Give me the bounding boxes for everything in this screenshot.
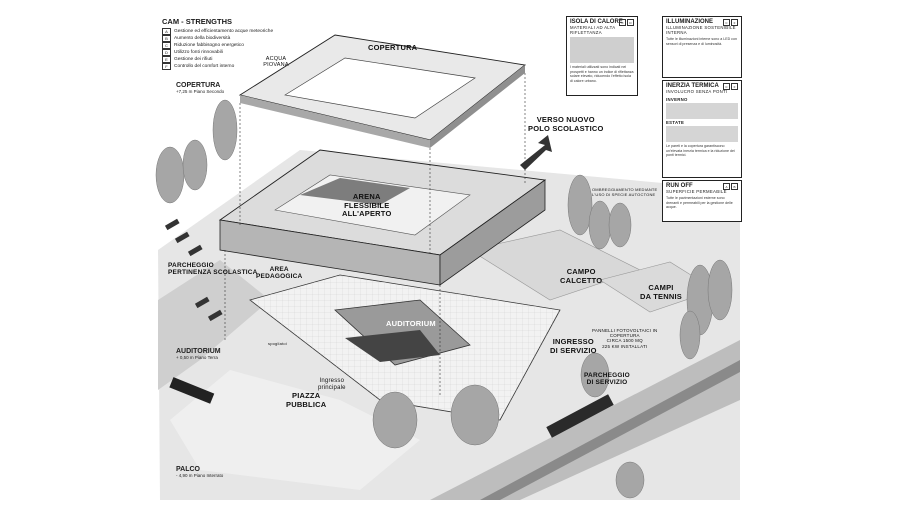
label-arena: ARENA FLESSIBILE ALL'APERTO <box>342 192 392 219</box>
tram <box>546 394 614 438</box>
parking-cars <box>164 218 223 322</box>
road-left <box>158 260 270 390</box>
direction-arrow <box>520 135 552 170</box>
label-piazza: PIAZZA PUBBLICA <box>286 391 327 409</box>
label-pannelli: PANNELLI FOTOVOLTAICI IN COPERTURA CIRCA… <box>592 328 658 349</box>
label-ingresso-principale: Ingresso principale <box>318 378 346 391</box>
roof-opening <box>284 57 476 119</box>
roof-edge <box>240 95 430 148</box>
railway <box>480 360 740 500</box>
label-parcheggio-servizio: PARCHEGGIO DI SERVIZIO <box>584 372 630 387</box>
level-auditorium: AUDITORIUM+ 0,50 m Piano Terra <box>176 348 221 360</box>
label-acqua-piovana: ACQUA PIOVANA <box>263 56 289 69</box>
label-verso-polo: VERSO NUOVO POLO SCOLASTICO <box>528 115 604 133</box>
label-spogliatoi: spogliatoi <box>268 341 287 346</box>
arena-side <box>439 179 546 286</box>
label-campo-calcetto: CAMPO CALCETTO <box>560 267 603 285</box>
panel-illustration <box>666 103 738 119</box>
label-parcheggio-pertinenza: PARCHEGGIO PERTINENZA SCOLASTICA <box>168 262 258 277</box>
level-copertura: COPERTURA+7,25 m Piano Secondo <box>176 82 225 94</box>
trees <box>155 99 733 499</box>
legend-title: CAM - STRENGTHS <box>162 17 232 26</box>
public-square <box>170 370 420 490</box>
label-campi-tennis: CAMPI DA TENNIS <box>640 283 682 301</box>
panel-illustration <box>570 37 634 63</box>
label-ingresso-servizio: INGRESSO DI SERVIZIO <box>550 337 597 355</box>
panel-illustration <box>666 126 738 142</box>
roof-edge-side <box>430 65 525 148</box>
bus <box>169 377 215 404</box>
level-palco: PALCO- 4,90 m Piano Interrato <box>176 466 224 478</box>
label-ombreggiamento: OMBREGGIAMENTO MEDIANTE L'USO DI SPECIE … <box>592 187 658 197</box>
label-auditorium: AUDITORIUM <box>386 319 436 328</box>
auditorium-seating <box>345 330 440 362</box>
arena-crowd <box>300 178 410 205</box>
label-copertura: COPERTURA <box>368 43 418 52</box>
label-area-pedagogica: AREA PEDAGOGICA <box>256 266 303 281</box>
